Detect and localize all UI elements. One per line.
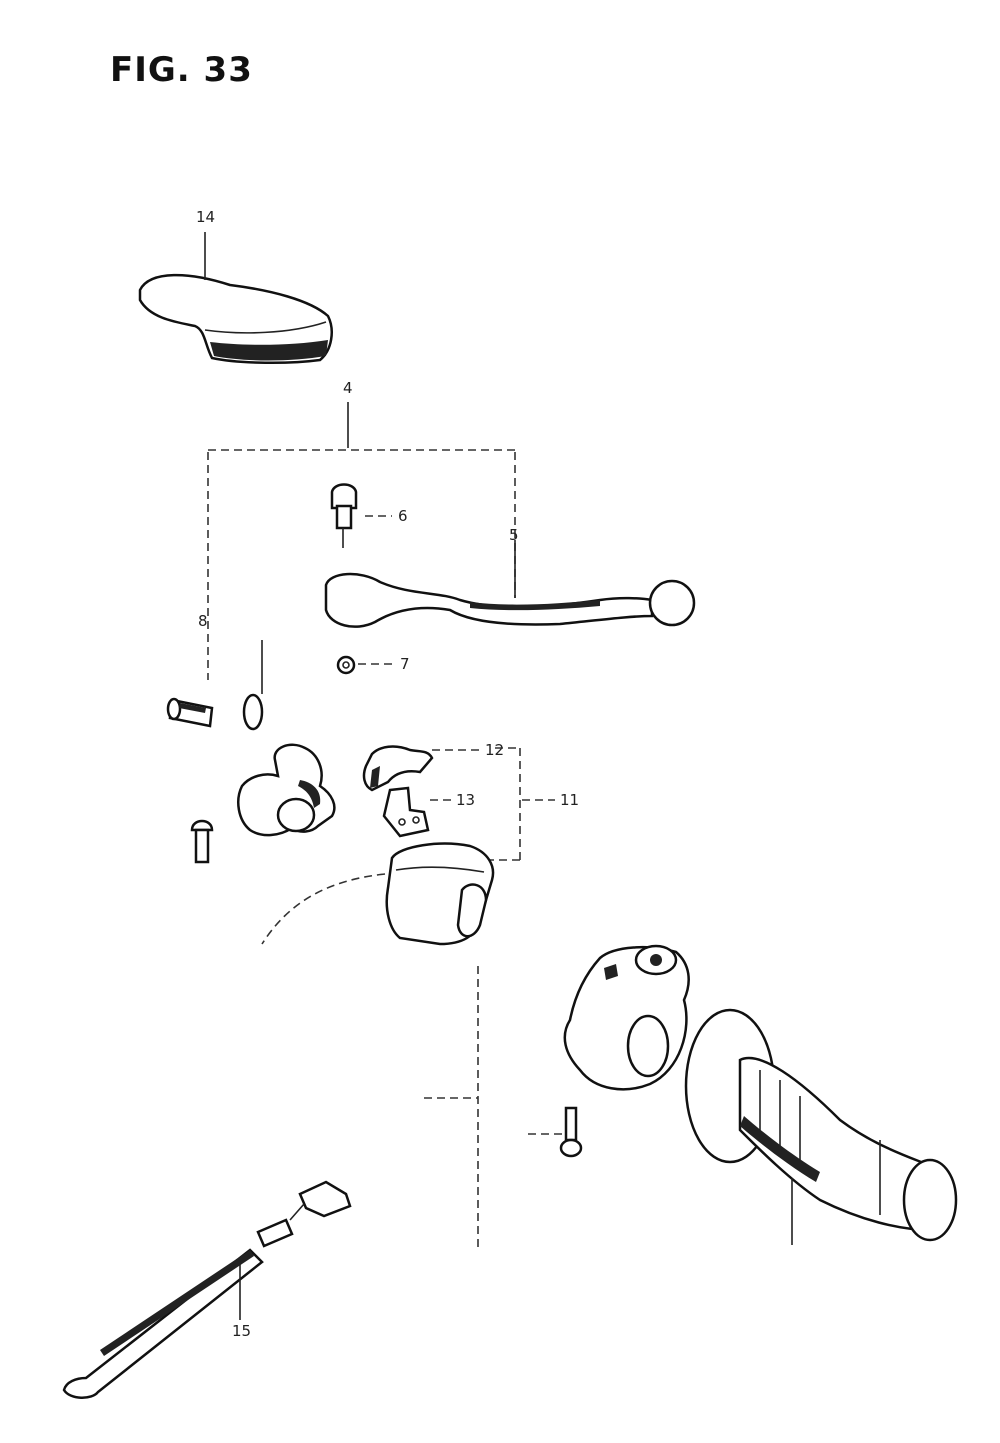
part-12-switch-contact bbox=[362, 745, 434, 792]
throttle-screw bbox=[559, 1106, 583, 1158]
part-6-adjuster bbox=[330, 483, 358, 548]
bracket-11 bbox=[486, 747, 555, 861]
part-14-cover bbox=[138, 273, 333, 365]
wire-arc bbox=[261, 873, 386, 945]
callout-12: 12 bbox=[485, 741, 504, 759]
part-5-lever bbox=[324, 572, 696, 628]
throttle-grip bbox=[684, 1008, 958, 1242]
part-8-bolt bbox=[166, 640, 264, 731]
callout-11: 11 bbox=[560, 791, 579, 809]
callout-8: 8 bbox=[198, 612, 208, 630]
callout-6: 6 bbox=[398, 507, 408, 525]
throttle-housing bbox=[563, 944, 690, 1091]
callout-15: 15 bbox=[232, 1322, 251, 1340]
bracket-4 bbox=[207, 402, 516, 680]
switch-housing bbox=[385, 842, 495, 946]
callout-14: 14 bbox=[196, 208, 215, 226]
screw-left bbox=[190, 819, 214, 864]
callout-13: 13 bbox=[456, 791, 475, 809]
callout-7: 7 bbox=[400, 655, 410, 673]
callout-4: 4 bbox=[343, 379, 353, 397]
figure-title: FIG. 33 bbox=[110, 50, 253, 90]
part-15-cable bbox=[62, 1180, 352, 1399]
bracket-throttle bbox=[424, 966, 479, 1250]
part-7-nut bbox=[336, 655, 356, 675]
lever-holder bbox=[237, 743, 336, 837]
part-13-plate bbox=[382, 786, 430, 838]
callout-5: 5 bbox=[509, 526, 519, 544]
